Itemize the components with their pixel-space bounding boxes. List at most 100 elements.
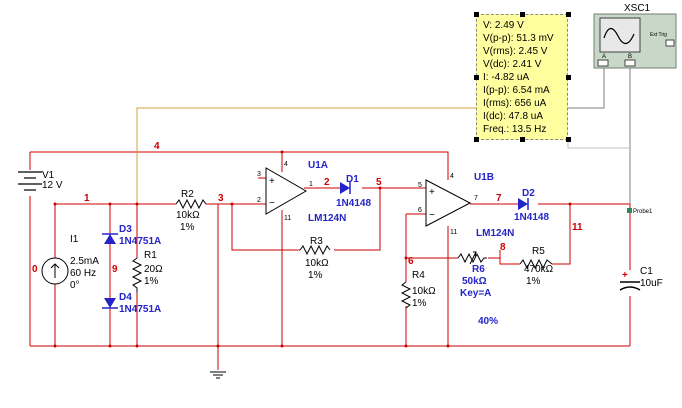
selection-handle[interactable]: [520, 137, 525, 142]
v1-ref: V1: [42, 170, 55, 181]
r3-ref: R3: [310, 236, 323, 247]
u1a-minus-sign: −: [269, 198, 275, 209]
r6-ref: R6: [472, 264, 485, 275]
probe1-marker[interactable]: [627, 208, 632, 213]
resistor-r4[interactable]: [400, 281, 412, 309]
r3-tol: 1%: [308, 270, 323, 281]
battery-v1[interactable]: [18, 171, 42, 191]
capacitor-c1[interactable]: [619, 281, 641, 291]
r1-ref: R1: [144, 250, 157, 261]
resistor-r5[interactable]: [519, 258, 553, 270]
resistor-r1[interactable]: [131, 257, 143, 292]
u1b-plus-sign: +: [429, 187, 435, 198]
d1-model: 1N4148: [336, 198, 371, 209]
d2-ref: D2: [522, 188, 535, 199]
probe-reading-irms: I(rms): 656 uA: [483, 98, 547, 109]
u1b-pin-plus: 5: [418, 182, 422, 189]
selection-handle[interactable]: [566, 137, 571, 142]
resistor-r2[interactable]: [175, 198, 207, 210]
net-label-5: 5: [376, 177, 382, 188]
u1b-ref: U1B: [474, 172, 494, 183]
selection-handle[interactable]: [474, 137, 479, 142]
probe-reading-freq: Freq.: 13.5 Hz: [483, 124, 547, 135]
u1b-minus-sign: −: [429, 210, 435, 221]
r6-key: Key=A: [460, 288, 491, 299]
net-label-0: 0: [32, 264, 38, 275]
r4-value: 10kΩ: [412, 286, 436, 297]
wire-net4-top: [30, 151, 449, 180]
probe-reading-vpp: V(p-p): 51.3 mV: [483, 33, 554, 44]
u1b-pin-minus: 6: [418, 207, 422, 214]
probe-reading-v: V: 2.49 V: [483, 20, 524, 31]
probe-reading-idc: I(dc): 47.8 uA: [483, 111, 544, 122]
selection-handle[interactable]: [566, 75, 571, 80]
ground-symbol: [210, 371, 226, 379]
junction-dots: [53, 150, 572, 348]
probe-readout-box[interactable]: V: 2.49 V V(p-p): 51.3 mV V(rms): 2.45 V…: [476, 14, 568, 140]
d4-model: 1N4751A: [119, 304, 161, 315]
current-source-i1[interactable]: [41, 257, 69, 285]
selection-handle[interactable]: [520, 12, 525, 17]
c1-value: 10uF: [640, 278, 663, 289]
u1a-ref: U1A: [308, 160, 328, 171]
probe-reading-ipp: I(p-p): 6.54 mA: [483, 85, 550, 96]
i1-phase: 0°: [70, 280, 80, 291]
net-label-2: 2: [324, 177, 330, 188]
r2-value: 10kΩ: [176, 210, 200, 221]
net-label-1: 1: [84, 193, 90, 204]
diode-d2[interactable]: [518, 198, 529, 210]
d1-ref: D1: [346, 174, 359, 185]
u1b-pin-vee: 11: [450, 229, 457, 236]
zener-d3[interactable]: [102, 233, 118, 244]
r5-value: 470kΩ: [524, 264, 554, 275]
r3-value: 10kΩ: [305, 258, 329, 269]
d3-ref: D3: [119, 224, 132, 235]
d4-ref: D4: [119, 292, 132, 303]
r4-tol: 1%: [412, 298, 427, 309]
i1-amp: 2.5mA: [70, 256, 99, 267]
u1a-pin-vcc: 4: [284, 161, 288, 168]
probe-wire: [136, 107, 476, 204]
c1-polarity: +: [622, 270, 628, 281]
i1-ref: I1: [70, 234, 79, 245]
u1a-pin-out: 1: [309, 181, 313, 188]
wire-net3-down: [231, 204, 300, 251]
xsc1-label: XSC1: [624, 3, 651, 14]
oscilloscope-xsc1[interactable]: [593, 13, 677, 69]
r6-value: 50kΩ: [462, 276, 487, 287]
selection-handle[interactable]: [474, 12, 479, 17]
u1b-pin-vcc: 4: [450, 173, 454, 180]
potentiometer-r6[interactable]: [457, 251, 487, 265]
xsc1-channel-b: B: [628, 54, 632, 60]
net-label-9: 9: [112, 264, 118, 275]
wire-r6: [406, 250, 501, 259]
r2-ref: R2: [181, 189, 194, 200]
wire-r5-right: [552, 204, 571, 265]
wire-net11: [538, 203, 631, 346]
zener-d4[interactable]: [102, 298, 118, 309]
net-label-3: 3: [218, 193, 224, 204]
wire-r3-right: [334, 188, 381, 251]
u1a-model: LM124N: [308, 213, 346, 224]
u1b-model: LM124N: [476, 228, 514, 239]
u1a-pin-minus: 2: [257, 197, 261, 204]
net-label-6: 6: [408, 256, 414, 267]
probe-reading-i: I: -4.82 uA: [483, 72, 530, 83]
r1-tol: 1%: [144, 276, 159, 287]
net-label-7: 7: [496, 193, 502, 204]
diode-d1[interactable]: [340, 182, 351, 194]
selection-handle[interactable]: [566, 12, 571, 17]
probe-reading-vrms: V(rms): 2.45 V: [483, 46, 548, 57]
selection-handle[interactable]: [474, 75, 479, 80]
r1-value: 20Ω: [144, 264, 163, 275]
net-label-4: 4: [154, 141, 160, 152]
d2-model: 1N4148: [514, 212, 549, 223]
u1b-pin-out: 7: [474, 195, 478, 202]
opamp-u1a[interactable]: [265, 167, 308, 215]
r5-ref: R5: [532, 246, 545, 257]
opamp-u1b[interactable]: [425, 179, 472, 227]
net-label-11: 11: [572, 222, 583, 233]
resistor-r3[interactable]: [299, 244, 331, 256]
u1a-pin-plus: 3: [257, 171, 261, 178]
